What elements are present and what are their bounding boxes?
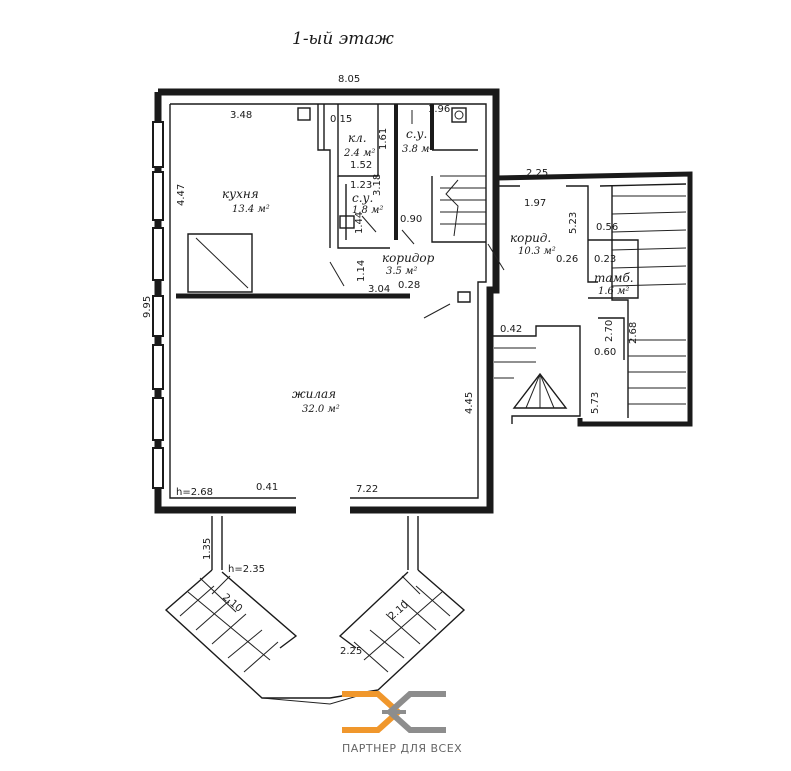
dimension-labels: 8.05 3.48 0.15 1.96 1.61 1.52 1.23 3.18 … — [142, 74, 639, 657]
dim-114: 1.14 — [356, 260, 367, 282]
dim-height-268: h=2.68 — [176, 487, 213, 498]
dim-028: 0.28 — [398, 280, 420, 291]
room-pantry-area: 2.4 м² — [343, 148, 375, 159]
room-living-name: жилая — [292, 387, 336, 401]
dim-026: 0.26 — [556, 254, 578, 265]
plan-title: 1-ый этаж — [292, 29, 395, 49]
dim-total-height: 9.95 — [142, 296, 153, 318]
annex-walls — [488, 171, 693, 427]
dim-015: 0.15 — [330, 114, 352, 125]
partner-logo-icon — [342, 691, 446, 733]
room-pantry-name: кл. — [348, 131, 367, 145]
dim-stair-right: 2.10 — [387, 600, 411, 623]
dim-living-depth: 4.45 — [464, 392, 475, 414]
porch — [164, 516, 466, 705]
dim-123: 1.23 — [350, 180, 372, 191]
dim-161: 1.61 — [378, 128, 389, 150]
room-kitchen-area: 13.4 м² — [232, 204, 270, 215]
dim-225-bottom: 2.25 — [340, 646, 362, 657]
dim-270: 2.70 — [604, 320, 615, 342]
room-vestibule-area: 1.6 м² — [598, 286, 629, 297]
room-corridor2-area: 10.3 м² — [518, 246, 556, 257]
room-wc2-area: 1.8 м² — [352, 205, 383, 216]
dim-090: 0.90 — [400, 214, 422, 225]
dim-kitchen-depth: 4.47 — [176, 184, 187, 206]
interior-walls — [176, 104, 505, 319]
room-labels: кухня 13.4 м² кл. 2.4 м² с.у. 3.8 м² с.у… — [222, 127, 634, 415]
dim-135: 1.35 — [202, 538, 213, 560]
left-windows — [152, 121, 164, 489]
dim-196: 1.96 — [428, 104, 450, 115]
room-kitchen-name: кухня — [222, 187, 259, 201]
dim-523: 5.23 — [568, 212, 579, 234]
room-wc1-area: 3.8 м² — [402, 144, 433, 155]
dim-573: 5.73 — [590, 392, 601, 414]
dim-056: 0.56 — [596, 222, 618, 233]
dim-144: 1.44 — [354, 212, 365, 234]
room-vestibule-name: тамб. — [594, 271, 634, 285]
dim-318: 3.18 — [372, 174, 383, 196]
dim-042: 0.42 — [500, 324, 522, 335]
room-living-area: 32.0 м² — [302, 404, 340, 415]
room-wc1-name: с.у. — [406, 127, 427, 141]
room-corridor2-name: корид. — [510, 231, 551, 245]
dim-stair-left: 2.10 — [220, 592, 244, 615]
dim-living-width: 7.22 — [356, 484, 378, 495]
dim-304: 3.04 — [368, 284, 390, 295]
room-corridor-name: коридор — [382, 251, 435, 265]
dim-kitchen-width: 3.48 — [230, 110, 252, 121]
dim-041: 0.41 — [256, 482, 278, 493]
exterior-walls — [154, 88, 500, 514]
dim-height-235: h=2.35 — [228, 564, 265, 575]
dim-225-top: 2.25 — [526, 168, 548, 179]
partner-logo-text: ПАРТНЕР ДЛЯ ВСЕХ — [342, 742, 462, 755]
dim-197: 1.97 — [524, 198, 546, 209]
room-corridor-area: 3.5 м² — [386, 266, 417, 277]
room-wc2-name: с.у. — [352, 191, 373, 205]
dim-268-right: 2.68 — [628, 322, 639, 344]
dim-060: 0.60 — [594, 347, 616, 358]
dim-023: 0.23 — [594, 254, 616, 265]
dim-total-width: 8.05 — [338, 74, 360, 85]
dim-152: 1.52 — [350, 160, 372, 171]
